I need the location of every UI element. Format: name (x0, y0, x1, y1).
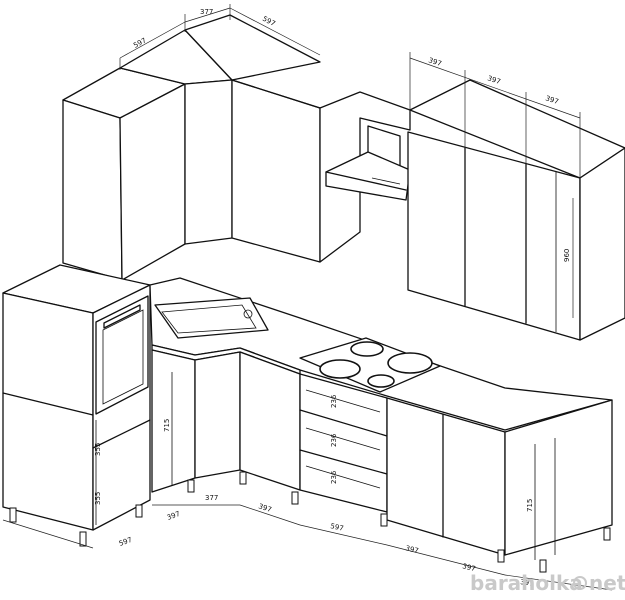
oven-handle (103, 304, 141, 329)
base-right-end (504, 399, 613, 556)
dim-bot-a: 597 (118, 536, 133, 548)
dim-top-a: 597 (132, 36, 148, 49)
dim-oven-d1: 355 (94, 443, 102, 456)
dim-drawer-2: 236 (330, 433, 338, 447)
legs (9, 471, 611, 573)
burner-2 (350, 341, 384, 357)
dim-bot-d: 397 (257, 502, 272, 514)
burner-4 (367, 374, 395, 388)
dim-base-h-left: 715 (163, 419, 171, 432)
dim-bot-e: 597 (330, 522, 345, 533)
dimension-lines (2, 4, 613, 591)
oven-window (102, 309, 144, 405)
dim-height-upper: 960 (563, 249, 571, 262)
dim-base-h-right: 715 (526, 499, 534, 512)
upper-left-side (62, 99, 123, 281)
upper-right-top (409, 79, 625, 179)
dim-top-e: 397 (486, 74, 501, 86)
upper-mid-top (184, 14, 321, 81)
watermark-text: baraholka (470, 571, 583, 595)
dim-top-d: 397 (427, 56, 442, 68)
dim-top-b: 377 (200, 8, 213, 16)
dim-bot-c: 377 (205, 494, 218, 502)
dim-top-c: 597 (261, 15, 277, 28)
upper-cabinets (62, 14, 625, 341)
oven-column (2, 264, 151, 531)
dim-bot-h: 397 (520, 578, 534, 588)
dim-bot-b: 397 (166, 510, 181, 522)
upper-corner-front (184, 79, 233, 245)
dim-oven-d2: 355 (94, 492, 102, 505)
dim-top-f: 397 (544, 94, 559, 106)
hood-shelf (319, 91, 411, 263)
base-cabinets (149, 277, 613, 560)
burner-3 (387, 352, 433, 374)
upper-left-front (119, 83, 186, 281)
sink (154, 297, 269, 339)
base-corner-right (194, 351, 241, 479)
sink-bowl (161, 304, 257, 334)
dim-drawer-3: 236 (330, 470, 338, 484)
burner-1 (319, 359, 361, 379)
watermark-dot-icon (573, 576, 587, 590)
drawer-unit (299, 373, 388, 513)
upper-right-side (579, 147, 625, 341)
base-corner-left (151, 349, 196, 493)
cooktop (299, 337, 441, 393)
dim-bot-g: 397 (462, 562, 477, 573)
sink-drain (243, 309, 253, 319)
watermark: baraholka net (470, 571, 625, 595)
watermark-suffix: net (589, 571, 625, 595)
dim-drawer-1: 236 (330, 394, 338, 408)
base-mid (239, 351, 301, 491)
dim-bot-f: 397 (405, 544, 420, 555)
upper-mid-front (231, 79, 321, 263)
